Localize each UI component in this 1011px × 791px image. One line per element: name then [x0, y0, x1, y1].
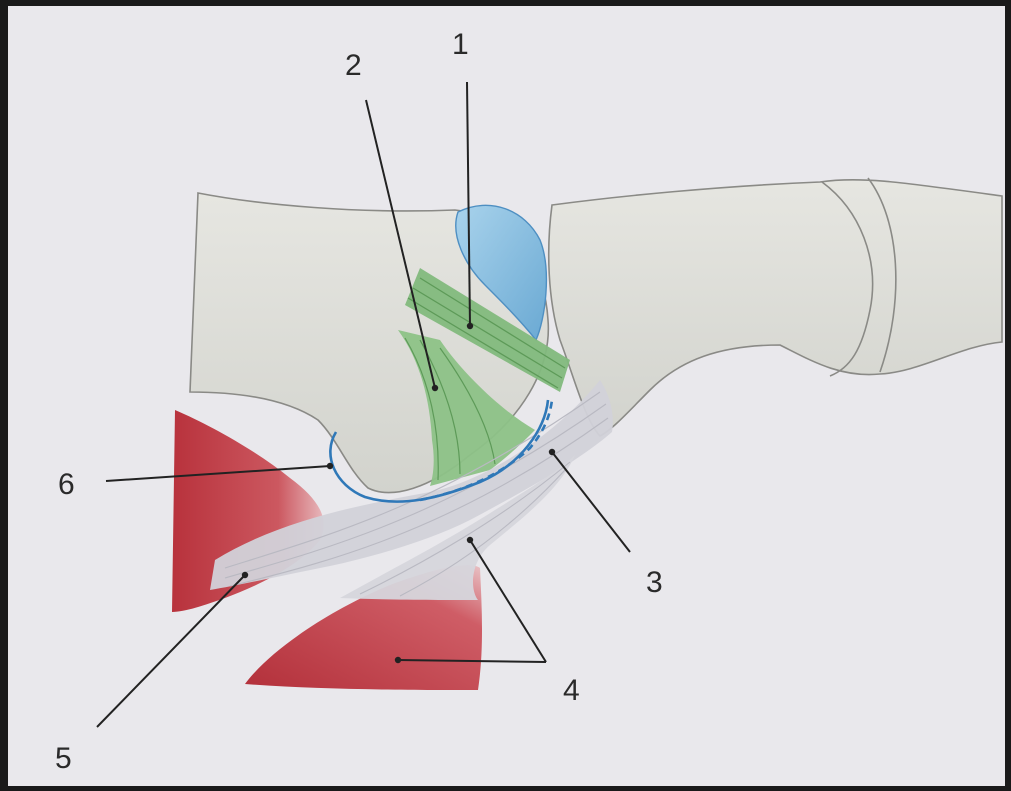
label-6: 6	[58, 468, 75, 501]
label-3: 3	[646, 566, 663, 599]
label-1: 1	[452, 28, 469, 61]
leader-5	[97, 575, 245, 727]
distal-bone	[549, 180, 1002, 436]
label-4: 4	[563, 674, 580, 707]
label-2: 2	[345, 49, 362, 82]
label-5: 5	[55, 742, 72, 775]
leader-3	[552, 452, 630, 552]
